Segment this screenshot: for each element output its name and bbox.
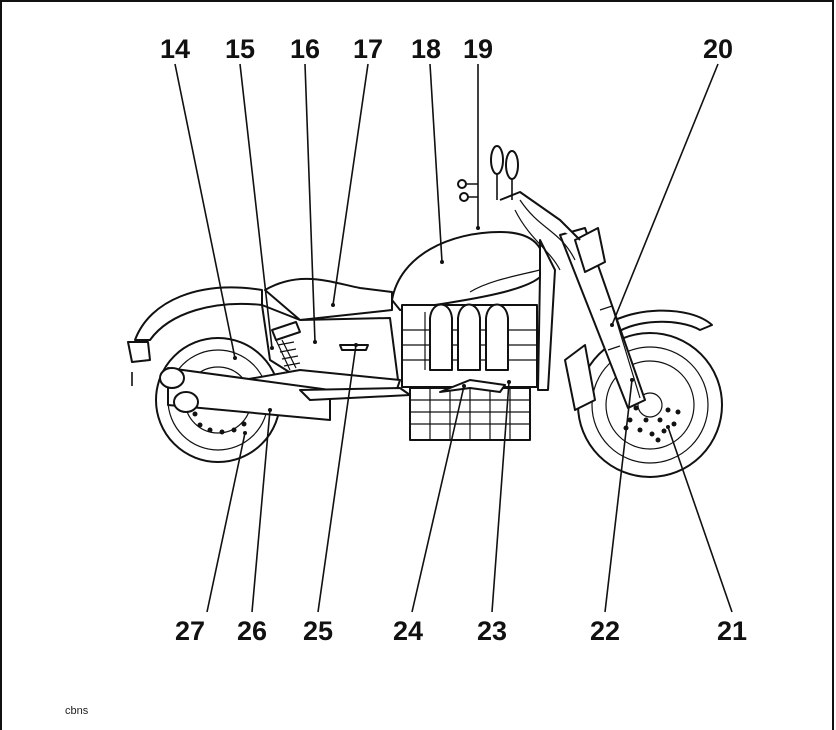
callout-18: 18 (411, 34, 441, 64)
callout-20: 20 (703, 34, 733, 64)
seat (264, 277, 393, 321)
front-fender (597, 309, 713, 339)
leader-line-26 (251, 409, 271, 613)
front-wheel (577, 332, 723, 478)
callout-23: 23 (477, 616, 507, 646)
leader-line-27 (206, 432, 246, 613)
callouts-top: 14 15 16 17 18 19 20 (160, 34, 733, 64)
leader-line-16 (304, 63, 316, 343)
callout-21: 21 (717, 616, 747, 646)
rear-light (127, 341, 151, 363)
leader-lines (174, 63, 733, 613)
leader-line-17 (332, 63, 369, 306)
mirror-left (490, 145, 504, 175)
frame-downtube (537, 239, 556, 391)
exhaust-silencer (167, 367, 331, 421)
callout-16: 16 (290, 34, 320, 64)
leader-line-23 (491, 381, 510, 613)
headlight (574, 227, 606, 273)
handlebar (499, 191, 581, 241)
leader-line-15 (239, 63, 273, 349)
callout-15: 15 (225, 34, 255, 64)
callout-25: 25 (303, 616, 333, 646)
rear-fender (134, 286, 263, 341)
mirror-right (505, 150, 519, 180)
callout-14: 14 (160, 34, 190, 64)
leader-line-18 (429, 63, 443, 263)
callout-26: 26 (237, 616, 267, 646)
callout-27: 27 (175, 616, 205, 646)
callouts-bottom: 27 26 25 24 23 22 21 (175, 616, 747, 646)
leader-line-20 (611, 63, 719, 326)
gear-lever (439, 379, 506, 393)
callout-24: 24 (393, 616, 423, 646)
front-fork (559, 227, 646, 409)
callout-19: 19 (463, 34, 493, 64)
figure-caption: cbns (65, 705, 89, 717)
motorcycle-illustration (127, 145, 723, 478)
leader-line-24 (411, 385, 465, 613)
leader-line-21 (667, 426, 733, 613)
fuel-tank (391, 231, 546, 311)
leader-line-14 (174, 63, 236, 359)
leader-line-25 (317, 344, 357, 613)
callout-22: 22 (590, 616, 620, 646)
callout-17: 17 (353, 34, 383, 64)
leader-line-22 (604, 379, 633, 613)
